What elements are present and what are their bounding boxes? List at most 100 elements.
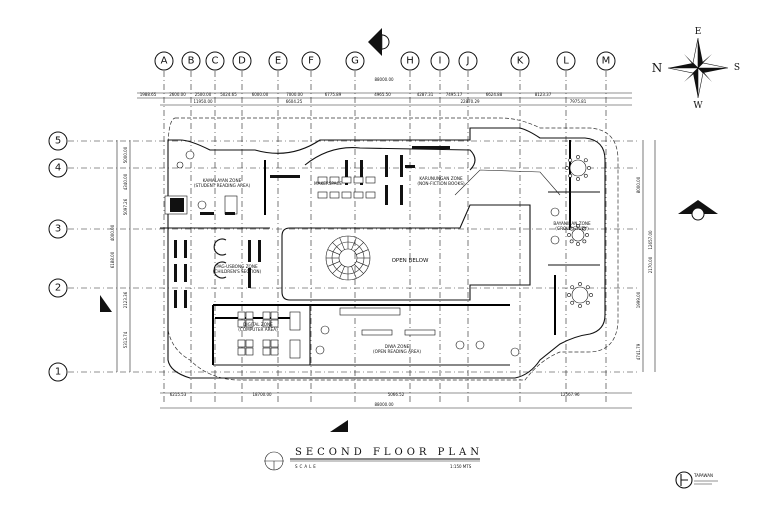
section-marker-bottom	[330, 420, 348, 432]
shelf	[184, 240, 187, 258]
column-bubble-m: M	[596, 51, 616, 71]
left-dimension: 4340.00	[123, 173, 128, 190]
computer-desk	[289, 339, 301, 359]
book-shelves	[174, 155, 415, 308]
column-bubble-h: H	[400, 51, 420, 71]
compass-east-letter: E	[695, 27, 702, 37]
left-dimension: 4000.00	[110, 224, 115, 241]
karunungan-zone-label: KARUNUNGAN ZONE	[419, 176, 463, 181]
row-bubble-2: 2	[48, 278, 68, 298]
top-dimension: 6775.89	[325, 92, 342, 97]
left-dimension: 5000.00	[123, 146, 128, 163]
row-grid-lines	[68, 140, 640, 373]
bottom-dimension: 6215.53	[170, 392, 187, 397]
kamalayan-zone-sub: (STUDENT READING AREA)	[194, 183, 251, 188]
pag-usbong-zone-sub: (CHILDREN'S SECTION)	[213, 269, 262, 274]
building-outline	[167, 117, 619, 381]
computer-desk	[270, 311, 279, 320]
column-bubble-b: B	[181, 51, 201, 71]
computer-desk	[245, 319, 254, 328]
reading-table	[361, 329, 393, 336]
scale-label: SCALE	[295, 464, 318, 469]
column-bubble-i: I	[430, 51, 450, 71]
computer-desk	[245, 339, 254, 348]
bayanihan-zone-sub: (GROUP STUDY)	[555, 226, 589, 231]
digital-zone-sub: (COMPUTER AREA)	[238, 327, 278, 332]
column-label: J	[466, 56, 470, 67]
open-below-label: OPEN BELOW	[392, 258, 429, 264]
column-label: H	[406, 56, 414, 67]
shelf	[345, 160, 348, 185]
sub-dimension: 11950.00	[193, 99, 213, 104]
top-dimension: 8123.37	[535, 92, 552, 97]
curved-seat	[213, 238, 227, 256]
makerspace-table	[353, 176, 364, 184]
computer-desk	[237, 319, 246, 328]
round-table	[315, 345, 325, 355]
right-dimension: 4741.79	[636, 343, 641, 360]
round-table	[567, 224, 589, 246]
makerspace-table	[329, 176, 340, 184]
round-table	[197, 200, 207, 210]
shelf	[385, 185, 388, 205]
round-tables	[176, 150, 593, 357]
compass-south-letter: S	[734, 63, 740, 73]
column-label: G	[351, 56, 359, 67]
computer-desk	[245, 347, 254, 356]
computer-desk	[262, 339, 271, 348]
shelf	[184, 290, 187, 308]
round-table	[455, 340, 465, 350]
round-table	[475, 340, 485, 350]
shelf	[248, 240, 251, 262]
top-dimension: 7000.00	[286, 92, 303, 97]
column-bubble-f: F	[301, 51, 321, 71]
shelf	[270, 175, 300, 178]
row-label: 5	[55, 136, 61, 147]
row-bubble-5: 5	[48, 131, 68, 151]
round-table	[320, 325, 330, 335]
bottom-dimension: 12567.96	[560, 392, 580, 397]
karunungan-zone-sub: (NON-FICTION BOOKS)	[417, 181, 465, 186]
drawing-title-block: SECOND FLOOR PLAN SCALE 1:150 MTS	[264, 447, 480, 471]
shelf	[174, 240, 177, 258]
top-dimension: 4287.31	[417, 92, 434, 97]
firm-logo: TAPAWAN	[675, 471, 718, 489]
top-dimension: 7495.17	[446, 92, 463, 97]
column-label: F	[308, 56, 314, 67]
top-dimension: 2600.00	[169, 92, 186, 97]
left-dimension: 5313.74	[123, 331, 128, 348]
study-tables	[237, 146, 450, 359]
makerspace-table	[365, 176, 376, 184]
column-label: M	[602, 56, 611, 67]
logo-text: TAPAWAN	[693, 473, 713, 478]
column-label: E	[275, 56, 281, 67]
computer-desk	[262, 311, 271, 320]
round-table	[510, 347, 520, 357]
makerspace-table	[329, 191, 340, 199]
computer-desk	[237, 347, 246, 356]
reading-table	[404, 329, 436, 336]
top-dimension: 1988.65	[140, 92, 157, 97]
shelf	[400, 155, 403, 177]
makerspace-table	[317, 176, 328, 184]
column-bubble-a: A	[154, 51, 174, 71]
shelf	[174, 264, 177, 282]
top-dimension: 6000.00	[252, 92, 269, 97]
counter	[339, 307, 401, 316]
round-table	[550, 207, 560, 217]
column-bubble-c: C	[205, 51, 225, 71]
row-label: 2	[55, 283, 61, 294]
right-dimension: 8000.00	[636, 176, 641, 193]
makerspace-table	[353, 191, 364, 199]
column-label: D	[238, 56, 246, 67]
left-dimension: 6188.00	[110, 251, 115, 268]
dimension-lines	[116, 92, 656, 409]
column-label: C	[212, 56, 219, 67]
top-dimension: 5024.65	[220, 92, 237, 97]
shelf	[405, 165, 415, 168]
curved-seat	[213, 261, 227, 279]
right-dimension: 1999.00	[636, 291, 641, 308]
